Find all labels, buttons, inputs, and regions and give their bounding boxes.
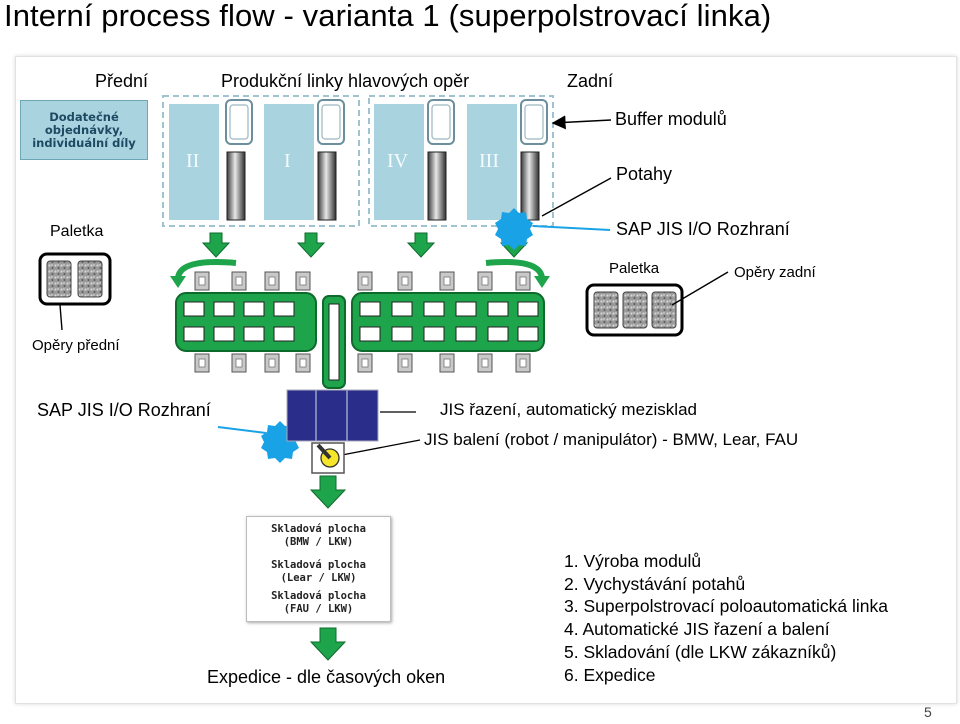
- storage-area-fau: Skladová plocha (FAU / LKW): [271, 590, 366, 615]
- storage-areas-box: Skladová plocha (BMW / LKW) Skladová plo…: [246, 516, 391, 622]
- pallet-left-label: Paletka: [50, 223, 104, 240]
- line-group-right: [368, 95, 554, 227]
- module-box: [374, 104, 424, 220]
- roller-conveyors: [226, 151, 540, 221]
- conveyor-loop-right: [351, 292, 545, 352]
- pallet-front: [38, 252, 112, 306]
- page-title: Interní process flow - varianta 1 (super…: [4, 0, 772, 33]
- line-group-left: [162, 95, 360, 227]
- module-box: [467, 104, 517, 220]
- front-label: Přední: [95, 71, 149, 91]
- step-item: 5. Skladování (dle LKW zákazníků): [564, 641, 837, 662]
- process-steps-list: 1. Výroba modulů 2. Vychystávání potahů …: [564, 550, 888, 686]
- production-lines-label: Produkční linky hlavových opěr: [221, 71, 470, 91]
- module-box: [264, 104, 314, 220]
- conveyor-loop-left: [175, 292, 317, 352]
- packing-robot: [311, 442, 345, 474]
- line-number: IV: [387, 150, 409, 172]
- down-arrows: [201, 232, 529, 258]
- step-item: 4. Automatické JIS řazení a balení: [564, 619, 830, 640]
- rear-supports-label: Opěry zadní: [734, 264, 816, 281]
- covers-label: Potahy: [616, 164, 673, 184]
- line-number: I: [284, 150, 291, 172]
- line-number: II: [186, 150, 200, 172]
- pallet-rear: [585, 283, 684, 337]
- sap-interface-marker-right: [495, 208, 533, 250]
- sap-interface-left-label: SAP JIS I/O Rozhraní: [37, 400, 211, 420]
- jis-sequencing-block: [286, 389, 379, 442]
- cover-stations: [225, 99, 548, 145]
- sap-interface-right-label: SAP JIS I/O Rozhraní: [616, 219, 790, 239]
- module-buffer-label: Buffer modulů: [615, 109, 727, 129]
- storage-area-lear: Skladová plocha (Lear / LKW): [271, 559, 366, 584]
- step-item: 3. Superpolstrovací poloautomatická link…: [564, 596, 888, 617]
- step-item: 2. Vychystávání potahů: [564, 573, 746, 594]
- front-supports-label: Opěry přední: [32, 337, 120, 354]
- step-item: 6. Expedice: [564, 664, 656, 685]
- additional-orders-box: Dodatečné objednávky, individuální díly: [20, 100, 148, 160]
- storage-area-bmw: Skladová plocha (BMW / LKW): [271, 523, 366, 548]
- line-number: III: [479, 150, 499, 172]
- step-item: 1. Výroba modulů: [564, 551, 702, 571]
- pallet-right-label: Paletka: [609, 260, 660, 277]
- jis-packing-label: JIS balení (robot / manipulátor) - BMW, …: [424, 430, 799, 449]
- jis-sequencing-label: JIS řazení, automatický mezisklad: [440, 400, 697, 419]
- rear-label: Zadní: [567, 71, 614, 91]
- page-number: 5: [924, 704, 932, 720]
- module-box: [169, 104, 219, 220]
- expedition-label: Expedice - dle časových oken: [207, 667, 446, 687]
